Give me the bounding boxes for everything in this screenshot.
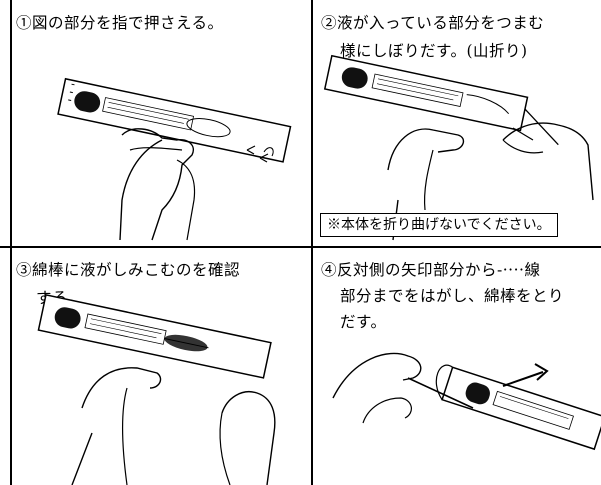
step-3-illustration [37, 293, 276, 485]
border-left [10, 0, 12, 485]
step-2-text-line1: ②液が入っている部分をつまむ [321, 14, 545, 32]
panel-step-1: ①図の部分を指で押さえる。 [12, 0, 310, 245]
step-4-illustration [332, 352, 601, 451]
step-2-illustration [323, 54, 594, 241]
warning-note: ※本体を折り曲げないでください。 [320, 213, 558, 237]
divider-vertical [311, 0, 313, 485]
step-4-text-line1: ④反対側の矢印部分から-····線 [321, 261, 541, 279]
panel-step-2: ②液が入っている部分をつまむ 様にしぼりだす。(山折り) ※本体を折り曲げないで… [313, 0, 601, 245]
step-2-text-line2: 様にしぼりだす。(山折り) [340, 42, 528, 60]
step-1-illustration [57, 77, 292, 241]
panel-step-3: ③綿棒に液がしみこむのを確認 する。 [12, 248, 310, 485]
step-4-text-line2: 部分までをはがし、綿棒をとり [340, 287, 565, 305]
step-1-text: ①図の部分を指で押さえる。 [16, 14, 224, 32]
divider-horizontal [0, 246, 601, 248]
step-4-text-line3: だす。 [340, 313, 387, 331]
step-3-text-line1: ③綿棒に液がしみこむのを確認 [16, 261, 241, 279]
panel-step-4: ④反対側の矢印部分から-····線 部分までをはがし、綿棒をとり だす。 [313, 248, 601, 485]
